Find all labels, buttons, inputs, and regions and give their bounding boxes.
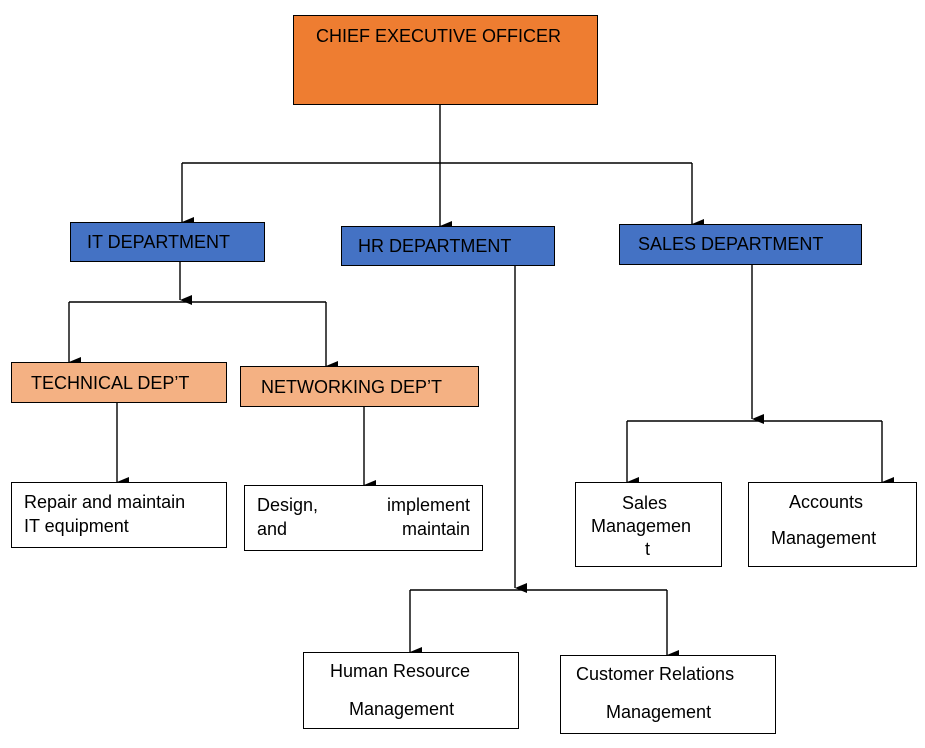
design-implement-box: Design, implement and maintain	[244, 485, 483, 551]
repair-maintain-line2: IT equipment	[24, 516, 129, 536]
design-word: Design,	[257, 495, 319, 515]
technical-dept-label: TECHNICAL DEP’T	[31, 373, 190, 393]
and-word: and	[257, 519, 288, 539]
ceo-box: CHIEF EXECUTIVE OFFICER	[293, 15, 598, 105]
sales-management-box: Sales Managemen t	[575, 482, 722, 567]
hr-department-box: HR DEPARTMENT	[341, 226, 555, 266]
repair-maintain-box: Repair and maintain IT equipment	[11, 482, 227, 548]
networking-dept-box: NETWORKING DEP’T	[240, 366, 479, 407]
hrm-line1: Human Resource	[330, 661, 471, 681]
implement-word: implement	[386, 495, 470, 515]
ceo-label: CHIEF EXECUTIVE OFFICER	[316, 26, 562, 46]
it-department-box: IT DEPARTMENT	[70, 222, 265, 262]
hr-department-label: HR DEPARTMENT	[358, 236, 512, 256]
sales-department-label: SALES DEPARTMENT	[638, 234, 824, 254]
accounts-management-line2: Management	[771, 528, 877, 548]
repair-maintain-line1: Repair and maintain	[24, 492, 186, 512]
networking-dept-label: NETWORKING DEP’T	[261, 377, 443, 397]
customer-relations-management-box: Customer Relations Management	[560, 655, 776, 734]
sales-department-box: SALES DEPARTMENT	[619, 224, 862, 265]
technical-dept-box: TECHNICAL DEP’T	[11, 362, 227, 403]
design-implement-row2: and maintain	[257, 518, 470, 540]
accounts-management-line1: Accounts	[789, 492, 864, 512]
sales-management-line1: Sales	[622, 493, 668, 513]
it-department-label: IT DEPARTMENT	[87, 232, 231, 252]
sales-management-line2: Managemen	[591, 516, 692, 536]
human-resource-management-box: Human Resource Management	[303, 652, 519, 729]
accounts-management-box: Accounts Management	[748, 482, 917, 567]
maintain-word: maintain	[401, 519, 470, 539]
hrm-line2: Management	[349, 699, 455, 719]
crm-line2: Management	[606, 702, 712, 722]
crm-line1: Customer Relations	[576, 664, 735, 684]
design-implement-row1: Design, implement	[257, 494, 470, 516]
sales-management-line3: t	[645, 539, 651, 559]
